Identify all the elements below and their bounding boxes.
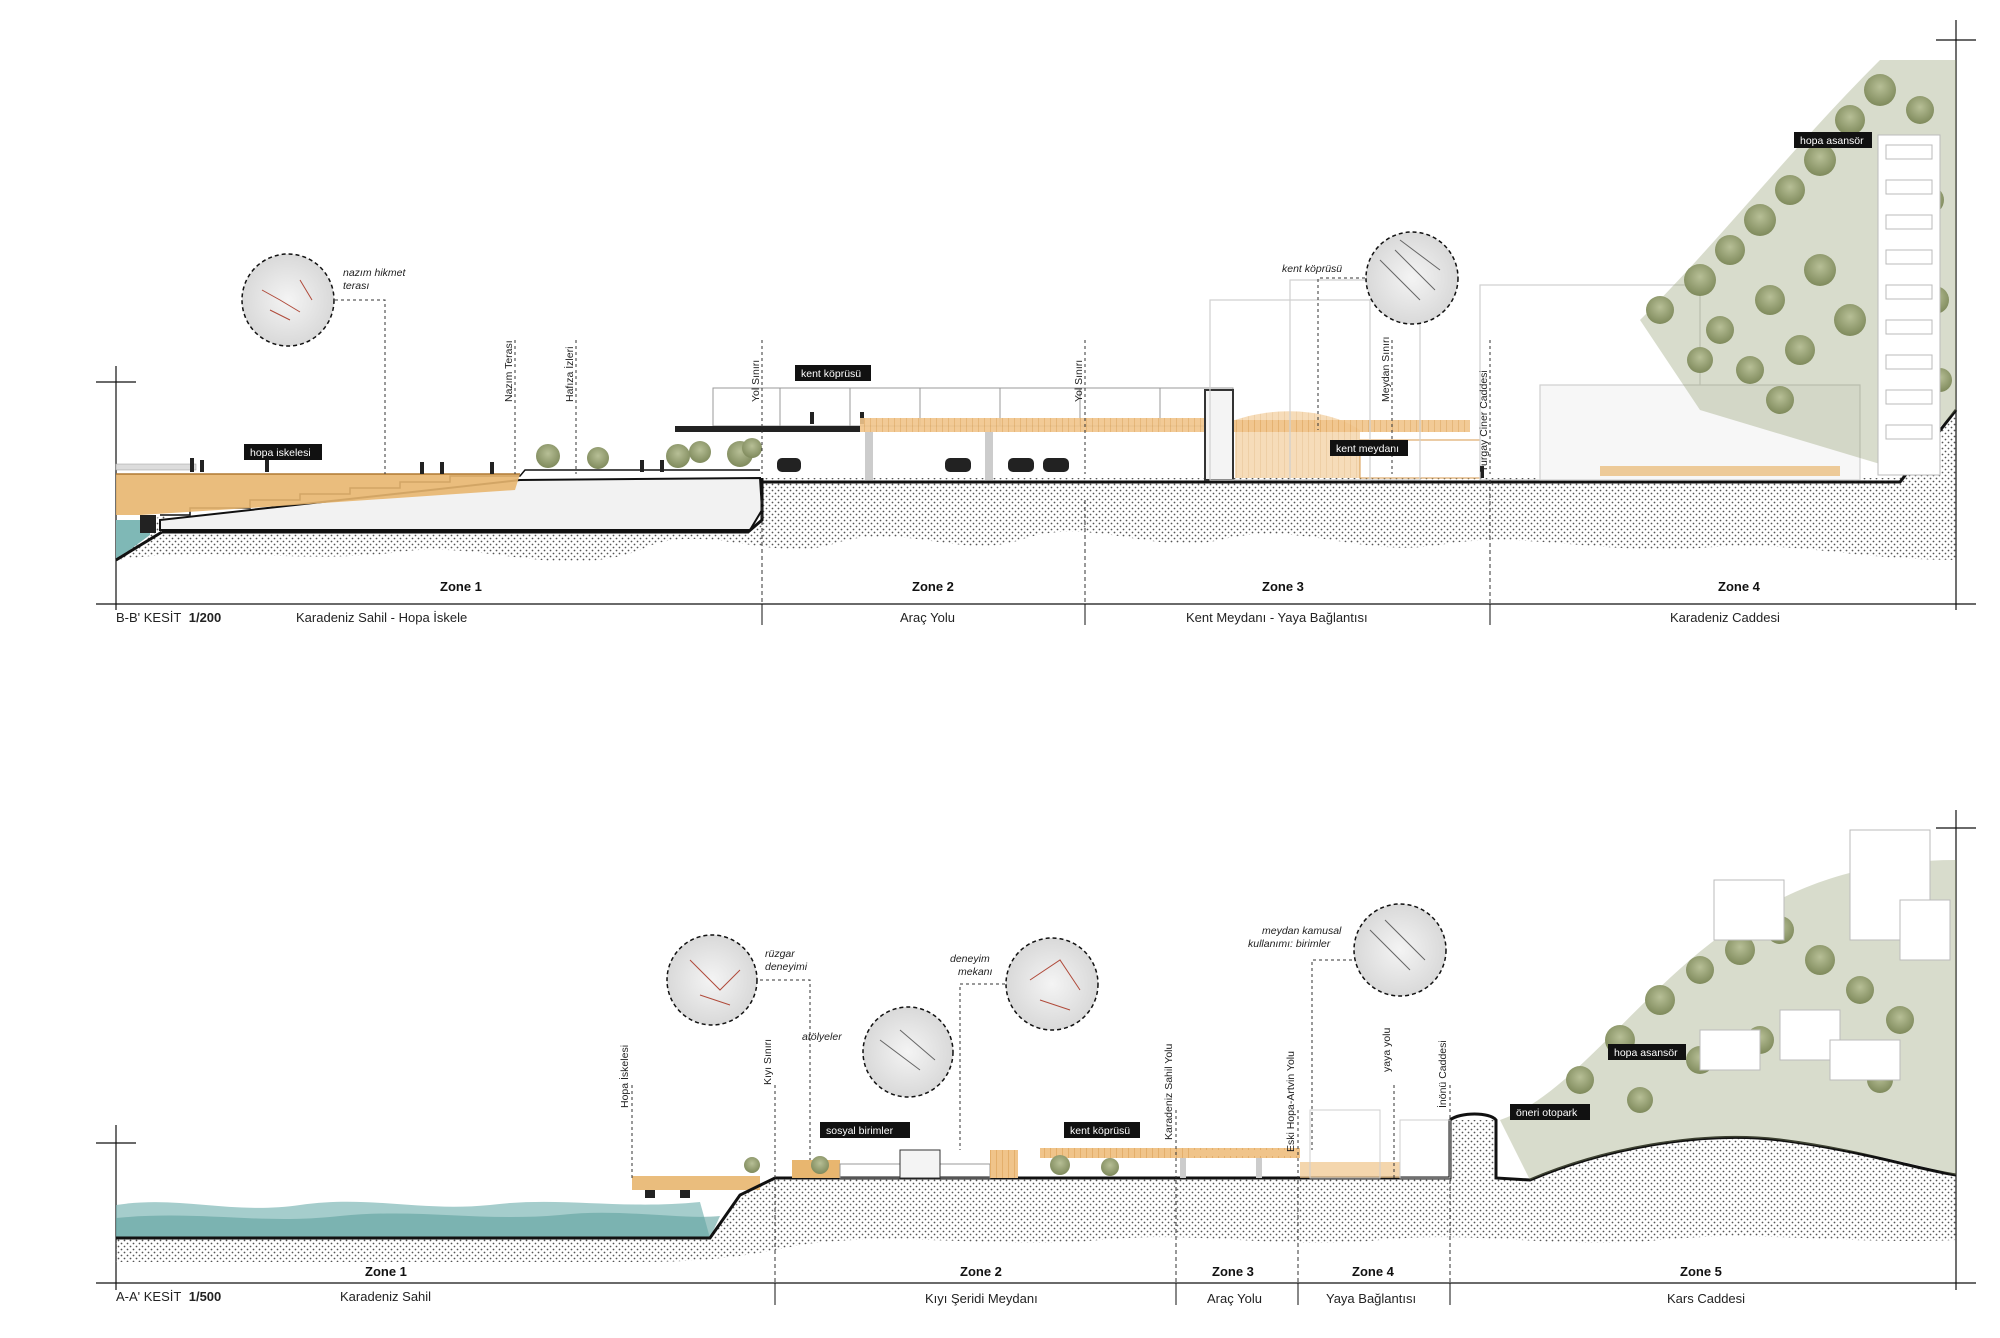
- callout-circle-ruzgar: [666, 934, 811, 1160]
- tag-kent-meydani-text: kent meydanı: [1336, 443, 1399, 455]
- section-aa: [96, 810, 1976, 1305]
- section-scale-bb: 1/200: [189, 610, 222, 625]
- vlabel-yaya-yolu: yaya yolu: [1381, 1027, 1393, 1072]
- zone-2-label-bb: Zone 2: [912, 579, 954, 594]
- section-title-bb: B-B' KESİT 1/200: [116, 610, 221, 625]
- vlabel-meydan-siniri: Meydan Sınırı: [1380, 337, 1392, 402]
- zone-5-label-aa: Zone 5: [1680, 1264, 1722, 1279]
- tag-sosyal-birimler: sosyal birimler: [820, 1122, 910, 1138]
- callout-circle-1-bb: [241, 253, 386, 474]
- tag-hopa-asansor-bb: hopa asansör: [1794, 132, 1872, 148]
- section-title-prefix-bb: B-B' KESİT: [116, 610, 181, 625]
- ground-line-aa: [116, 1112, 1957, 1240]
- ground-soil-bb: [116, 410, 1956, 562]
- buildings-zone4-aa: [1309, 1109, 1451, 1179]
- background-buildings-bb: [1209, 279, 1861, 481]
- tag-kent-meydani: kent meydanı: [1330, 440, 1408, 456]
- callout-atolyeler: atölyeler: [802, 1031, 842, 1043]
- vlabel-nazim-terasi: Nazım Terası: [503, 340, 515, 402]
- zone-1-name-aa: Karadeniz Sahil: [340, 1289, 431, 1304]
- tower-building-bb: [1877, 134, 1941, 476]
- tag-kent-koprusu-bb-text: kent köprüsü: [801, 368, 861, 380]
- zone-4-label-aa: Zone 4: [1352, 1264, 1395, 1279]
- zone-dividers-aa: [774, 1180, 1451, 1300]
- vertical-leaders-bb: [514, 340, 1491, 474]
- callout-circle-2-bb: [1317, 231, 1459, 430]
- tag-hopa-asansor-aa: hopa asansör: [1608, 1044, 1686, 1060]
- section-scale-aa: 1/500: [189, 1289, 222, 1304]
- zone-2-name-aa: Kıyı Şeridi Meydanı: [925, 1291, 1038, 1306]
- section-title-aa: A-A' KESİT 1/500: [116, 1289, 221, 1304]
- tag-oneri-otopark: öneri otopark: [1510, 1104, 1590, 1120]
- vlabel-eski-hopa-artvin: Eski Hopa-Artvin Yolu: [1285, 1051, 1297, 1152]
- vlabel-yol-siniri-1: Yol Sınırı: [750, 360, 762, 402]
- vlabel-inonu-caddesi: İnönü Caddesi: [1436, 1040, 1449, 1108]
- vlabel-karadeniz-sahil-yolu: Karadeniz Sahil Yolu: [1163, 1044, 1175, 1140]
- zone-2-name-bb: Araç Yolu: [900, 610, 955, 625]
- tag-kent-koprusu-bb: kent köprüsü: [795, 365, 871, 381]
- zone-3-label-aa: Zone 3: [1212, 1264, 1254, 1279]
- zone-5-name-aa: Kars Caddesi: [1667, 1291, 1745, 1306]
- tag-hopa-iskelesi-text: hopa iskelesi: [250, 447, 311, 459]
- pier-post: [140, 515, 156, 533]
- tag-oneri-otopark-text: öneri otopark: [1516, 1107, 1578, 1119]
- vlabel-hafiza-izleri: Hafıza İzleri: [563, 347, 576, 402]
- text-layer-aa: Zone 1 Zone 2 Zone 3 Zone 4 Zone 5 A-A' …: [116, 925, 1745, 1306]
- pier-deck: [116, 474, 520, 515]
- zone-dividers-bb: [761, 480, 1491, 622]
- tag-kent-koprusu-aa-text: kent köprüsü: [1070, 1125, 1130, 1137]
- zone-1-name-bb: Karadeniz Sahil - Hopa İskele: [296, 610, 467, 625]
- vlabel-yol-siniri-2: Yol Sınırı: [1073, 360, 1085, 402]
- section-title-prefix-aa: A-A' KESİT: [116, 1289, 181, 1304]
- zone-1-label-aa: Zone 1: [365, 1264, 407, 1279]
- section-bb: [96, 20, 1976, 625]
- vlabel-hopa-iskelesi: Hopa İskelesi: [618, 1045, 631, 1108]
- tag-hopa-iskelesi: hopa iskelesi: [244, 444, 322, 460]
- callout-kent-koprusu-bb: kent köprüsü: [1282, 263, 1342, 275]
- zone-1-label-bb: Zone 1: [440, 579, 482, 594]
- tag-kent-koprusu-aa: kent köprüsü: [1064, 1122, 1140, 1138]
- hill-houses-aa: [1699, 829, 1951, 1081]
- tag-hopa-asansor-aa-text: hopa asansör: [1614, 1047, 1678, 1059]
- trees-zone1-bb: [536, 438, 762, 469]
- zone-3-label-bb: Zone 3: [1262, 579, 1304, 594]
- callout-meydan-kamusal: meydan kamusal kullanımı: birimler: [1248, 925, 1344, 950]
- trees-zone2-aa: [744, 1155, 1119, 1176]
- vlabel-kiyi-siniri: Kıyı Sınırı: [762, 1039, 774, 1085]
- zone-4-name-bb: Karadeniz Caddesi: [1670, 610, 1780, 625]
- callout-ruzgar-deneyimi: rüzgar deneyimi: [765, 948, 808, 973]
- zone-3-name-bb: Kent Meydanı - Yaya Bağlantısı: [1186, 610, 1368, 625]
- zone-4-name-aa: Yaya Bağlantısı: [1326, 1291, 1416, 1306]
- vertical-leaders-aa: [631, 1085, 1451, 1178]
- vegetation-hill-aa: [1500, 860, 1956, 1180]
- callout-circle-meydan-kamusal: [1311, 903, 1447, 1150]
- vlabel-turgay-ciner: Turgay Ciner Caddesi: [1478, 370, 1490, 472]
- tag-hopa-asansor-bb-text: hopa asansör: [1800, 135, 1864, 147]
- waterfront-structures-aa: [792, 1148, 1400, 1179]
- callout-deneyim-mekani: deneyim mekanı: [950, 953, 993, 978]
- tag-sosyal-birimler-text: sosyal birimler: [826, 1125, 894, 1137]
- zone-2-label-aa: Zone 2: [960, 1264, 1002, 1279]
- callout-circle-atolyeler: [862, 1006, 954, 1098]
- text-layer-bb: Zone 1 Zone 2 Zone 3 Zone 4 B-B' KESİT 1…: [116, 132, 1872, 625]
- callout-circle-deneyim: [959, 937, 1099, 1150]
- zone-3-name-aa: Araç Yolu: [1207, 1291, 1262, 1306]
- cars-bb: [777, 458, 1069, 472]
- zone-4-label-bb: Zone 4: [1718, 579, 1761, 594]
- callout-nazim-hikmet: nazım hikmet terası: [343, 267, 408, 292]
- pier-aa: [632, 1176, 760, 1190]
- vegetation-slope-bb: [1640, 60, 1956, 470]
